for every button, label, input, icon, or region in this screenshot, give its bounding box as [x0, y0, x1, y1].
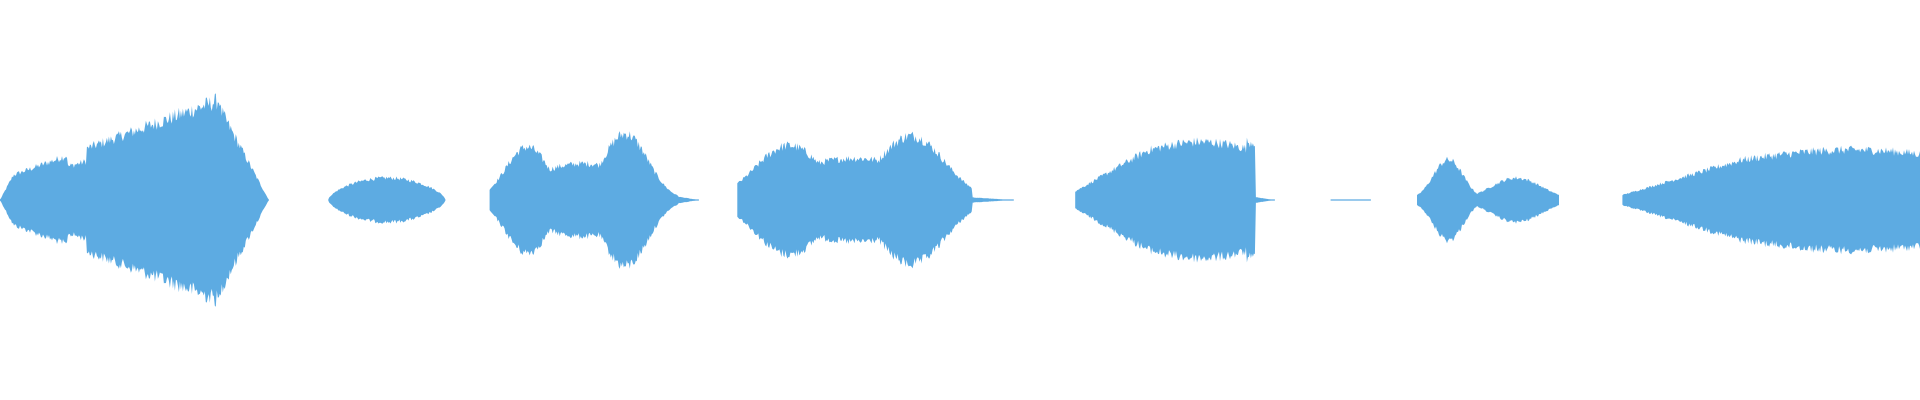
waveform-segment-2 — [328, 176, 446, 224]
waveform-segment-6 — [1330, 199, 1371, 201]
waveform-segment-5 — [1075, 137, 1275, 263]
waveform-segment-4 — [737, 131, 1014, 269]
waveform-segment-3 — [489, 131, 699, 269]
waveform-segment-1 — [0, 93, 269, 307]
waveform-segments — [0, 93, 1920, 307]
waveform-segment-7 — [1417, 156, 1559, 244]
waveform-segment-8 — [1622, 145, 1920, 255]
